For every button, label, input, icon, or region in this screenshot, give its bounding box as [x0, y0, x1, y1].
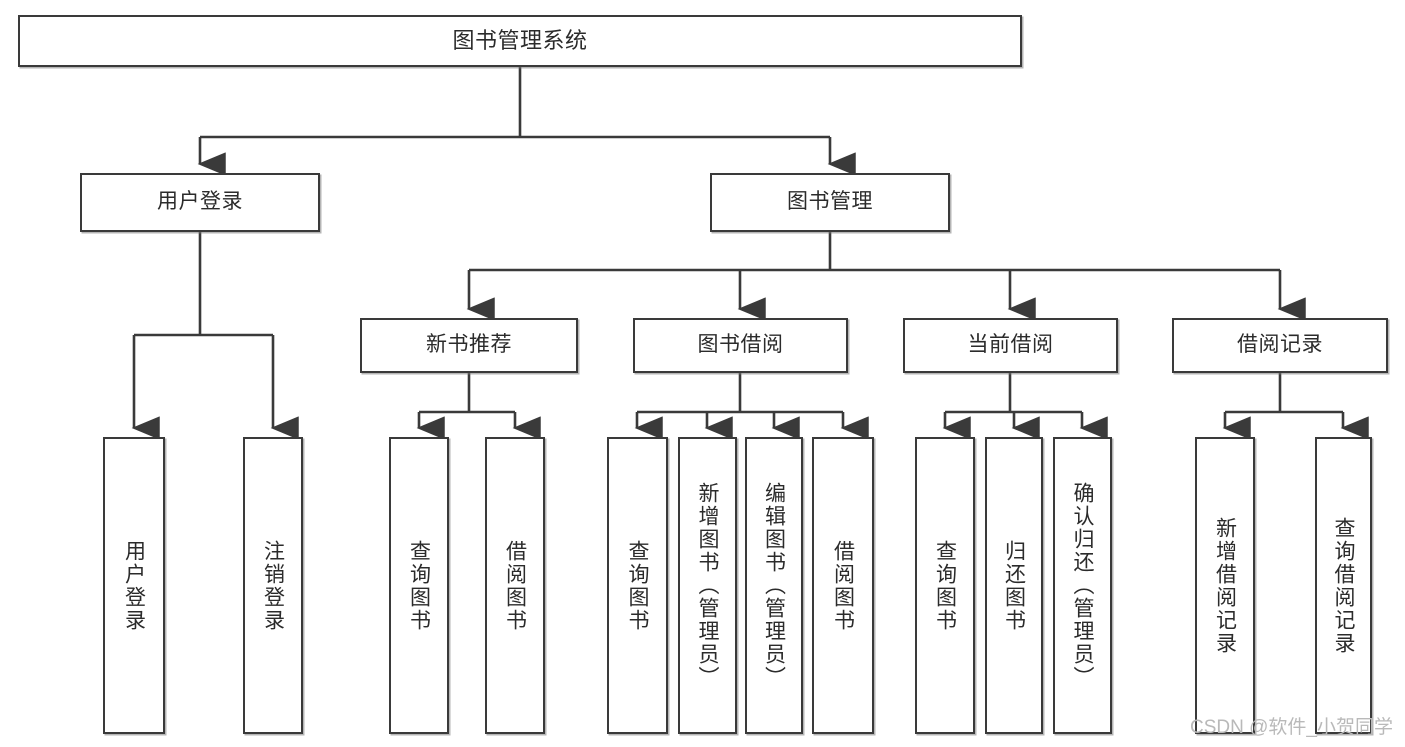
- node-leaf-user-login-label: 用户登录: [122, 539, 146, 632]
- node-leaf-query-book-2-label: 查询图书: [626, 539, 649, 632]
- node-leaf-add-book-label: 新增图书（管理员）: [696, 482, 719, 689]
- node-leaf-query-book-3-label: 查询图书: [933, 539, 957, 632]
- node-book-borrow[interactable]: 图书借阅: [633, 318, 848, 373]
- node-book-manage-label: 图书管理: [787, 190, 873, 214]
- node-leaf-edit-book[interactable]: 编辑图书（管理员）: [745, 437, 803, 734]
- node-borrow-record-label: 借阅记录: [1237, 333, 1323, 357]
- node-leaf-borrow-book-2[interactable]: 借阅图书: [812, 437, 874, 734]
- node-leaf-query-record[interactable]: 查询借阅记录: [1315, 437, 1372, 734]
- node-current-borrow[interactable]: 当前借阅: [903, 318, 1118, 373]
- node-root[interactable]: 图书管理系统: [18, 15, 1022, 67]
- node-leaf-logout[interactable]: 注销登录: [243, 437, 303, 734]
- node-leaf-edit-book-label: 编辑图书（管理员）: [762, 482, 786, 689]
- node-leaf-query-record-label: 查询借阅记录: [1332, 516, 1355, 655]
- node-leaf-borrow-book-2-label: 借阅图书: [831, 539, 855, 632]
- node-leaf-query-book-1[interactable]: 查询图书: [389, 437, 449, 734]
- node-new-book-rec[interactable]: 新书推荐: [360, 318, 578, 373]
- node-borrow-record[interactable]: 借阅记录: [1172, 318, 1388, 373]
- node-leaf-return-book-label: 归还图书: [1002, 539, 1026, 632]
- node-leaf-user-login[interactable]: 用户登录: [103, 437, 165, 734]
- node-book-manage[interactable]: 图书管理: [710, 173, 950, 232]
- node-leaf-confirm-return-label: 确认归还（管理员）: [1071, 482, 1094, 689]
- node-leaf-add-book[interactable]: 新增图书（管理员）: [678, 437, 737, 734]
- node-leaf-borrow-book-1[interactable]: 借阅图书: [485, 437, 545, 734]
- node-leaf-query-book-1-label: 查询图书: [407, 539, 431, 632]
- node-leaf-add-record-label: 新增借阅记录: [1213, 516, 1237, 655]
- node-leaf-query-book-2[interactable]: 查询图书: [607, 437, 668, 734]
- node-leaf-logout-label: 注销登录: [261, 539, 285, 632]
- node-root-label: 图书管理系统: [452, 28, 588, 54]
- node-book-borrow-label: 图书借阅: [697, 333, 784, 357]
- node-current-borrow-label: 当前借阅: [967, 333, 1054, 357]
- node-leaf-add-record[interactable]: 新增借阅记录: [1195, 437, 1255, 734]
- node-leaf-confirm-return[interactable]: 确认归还（管理员）: [1053, 437, 1112, 734]
- csdn-watermark: CSDN @软件_小贺同学: [1190, 717, 1393, 738]
- node-user-login[interactable]: 用户登录: [80, 173, 320, 232]
- node-new-book-rec-label: 新书推荐: [426, 333, 512, 357]
- node-leaf-return-book[interactable]: 归还图书: [985, 437, 1043, 734]
- node-leaf-query-book-3[interactable]: 查询图书: [915, 437, 975, 734]
- node-user-login-label: 用户登录: [157, 190, 243, 214]
- node-leaf-borrow-book-1-label: 借阅图书: [503, 539, 527, 632]
